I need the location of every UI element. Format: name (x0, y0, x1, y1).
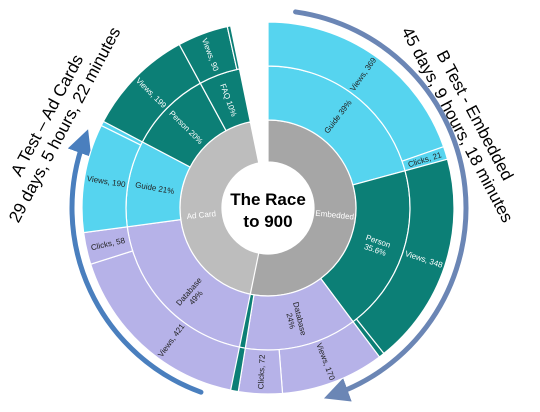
chart-title-line-2: to 900 (243, 212, 292, 231)
leaf-wedge-0-3-1 (226, 25, 241, 71)
leaf-wedge-1-3-0 (229, 346, 246, 393)
chart-title-line-1: The Race (230, 190, 306, 209)
arrows-layer (67, 9, 469, 402)
inner-label-1: Embedded (315, 209, 354, 222)
center-hole (222, 162, 314, 254)
rings-layer (81, 21, 455, 395)
arrow-a-test (67, 129, 204, 395)
arrow-b-test (293, 9, 469, 402)
leaf-label-1-2-1: Clicks, 72 (256, 354, 266, 390)
inner-label-0: Ad Card (186, 209, 216, 221)
